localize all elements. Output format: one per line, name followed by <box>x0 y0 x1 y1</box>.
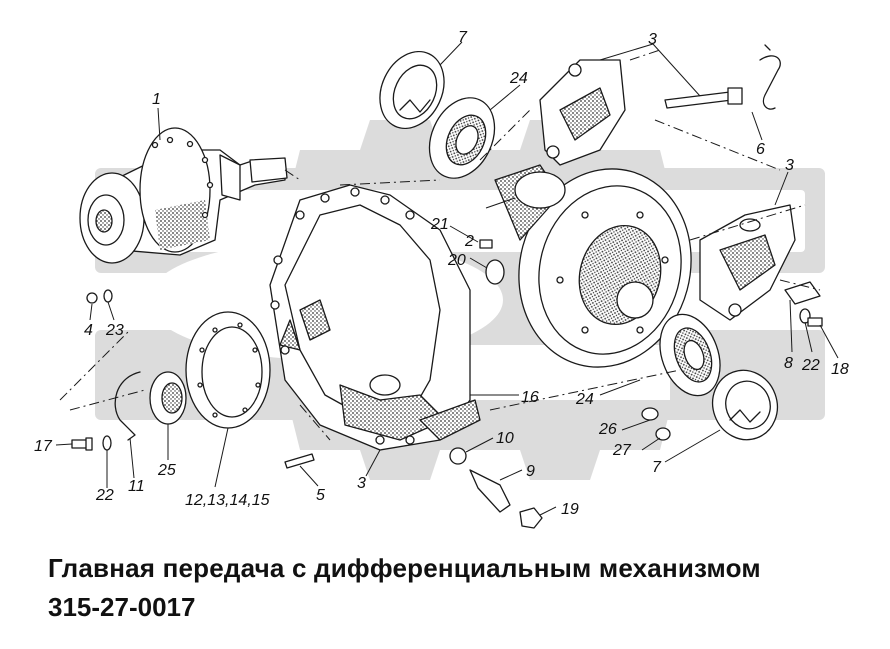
part-9-plug <box>469 469 511 513</box>
part-3-bolt <box>664 87 743 109</box>
callout-18: 18 <box>831 361 849 378</box>
part-3-bearing-cap-top <box>539 59 626 166</box>
callout-7-top: 7 <box>458 29 468 46</box>
part-20-washer <box>485 259 505 285</box>
callout-12-15: 12,13,14,15 <box>185 492 270 509</box>
callout-labels: 1 2 3 3 3 4 5 6 7 7 8 9 10 11 12,13,14,1… <box>34 29 849 518</box>
callout-27: 27 <box>612 442 632 459</box>
callout-23: 23 <box>105 322 124 339</box>
figure-title: Главная передача с дифференциальным меха… <box>48 553 761 583</box>
part-24-bearing-top <box>428 97 496 179</box>
part-7-seal-bottom <box>711 369 779 441</box>
part-26-washer <box>641 407 659 421</box>
callout-22-left: 22 <box>95 487 114 504</box>
callout-22-right: 22 <box>801 357 820 374</box>
callout-2: 2 <box>464 233 474 250</box>
part-4-nut <box>86 292 98 304</box>
part-19-nut <box>519 507 543 529</box>
callout-20: 20 <box>447 252 466 269</box>
part-2-differential-ring-gear <box>494 164 692 368</box>
callout-25: 25 <box>157 462 176 479</box>
callout-3-bottom: 3 <box>357 475 366 492</box>
part-12-15-shims <box>185 311 271 429</box>
part-10-nut <box>449 447 467 465</box>
callout-19: 19 <box>561 501 579 518</box>
part-27-nut <box>655 427 671 441</box>
part-1-pinion-housing <box>79 127 288 264</box>
leader-lines <box>55 41 839 516</box>
callout-11: 11 <box>128 478 145 495</box>
callout-17: 17 <box>34 438 53 455</box>
callout-10: 10 <box>496 430 514 447</box>
callout-3-top: 3 <box>648 31 657 48</box>
callout-24-bottom: 24 <box>575 391 594 408</box>
part-22-washer-left <box>102 435 112 451</box>
callout-6: 6 <box>756 141 765 158</box>
part-7-seal-top <box>379 50 445 130</box>
catalog-code: 315-27-0017 <box>48 592 196 622</box>
part-25-bearing <box>149 371 187 425</box>
callout-16: 16 <box>521 389 539 406</box>
callout-9: 9 <box>526 463 535 480</box>
callout-7-bottom: 7 <box>652 459 662 476</box>
callout-3-right: 3 <box>785 157 794 174</box>
callout-4: 4 <box>84 322 93 339</box>
callout-8: 8 <box>784 355 793 372</box>
part-23-washer <box>103 289 113 303</box>
callout-24-top: 24 <box>509 70 528 87</box>
part-3-differential-carrier-housing <box>269 184 481 451</box>
part-24-bearing-bottom <box>659 313 721 397</box>
callout-5: 5 <box>316 487 325 504</box>
part-17-bolt <box>71 437 93 451</box>
callout-1: 1 <box>152 91 161 108</box>
part-11-lock-ring <box>114 371 141 441</box>
part-6-lock-plate <box>759 44 781 110</box>
part-18-bolt <box>807 317 823 327</box>
part-5-stud <box>284 453 315 469</box>
callout-21: 21 <box>430 216 449 233</box>
callout-26: 26 <box>598 421 617 438</box>
assembly-axis-lines <box>59 49 821 441</box>
part-21-bolt <box>479 239 493 249</box>
part-8-lock-plate <box>784 281 821 305</box>
part-3-bearing-cap-right <box>699 204 796 321</box>
